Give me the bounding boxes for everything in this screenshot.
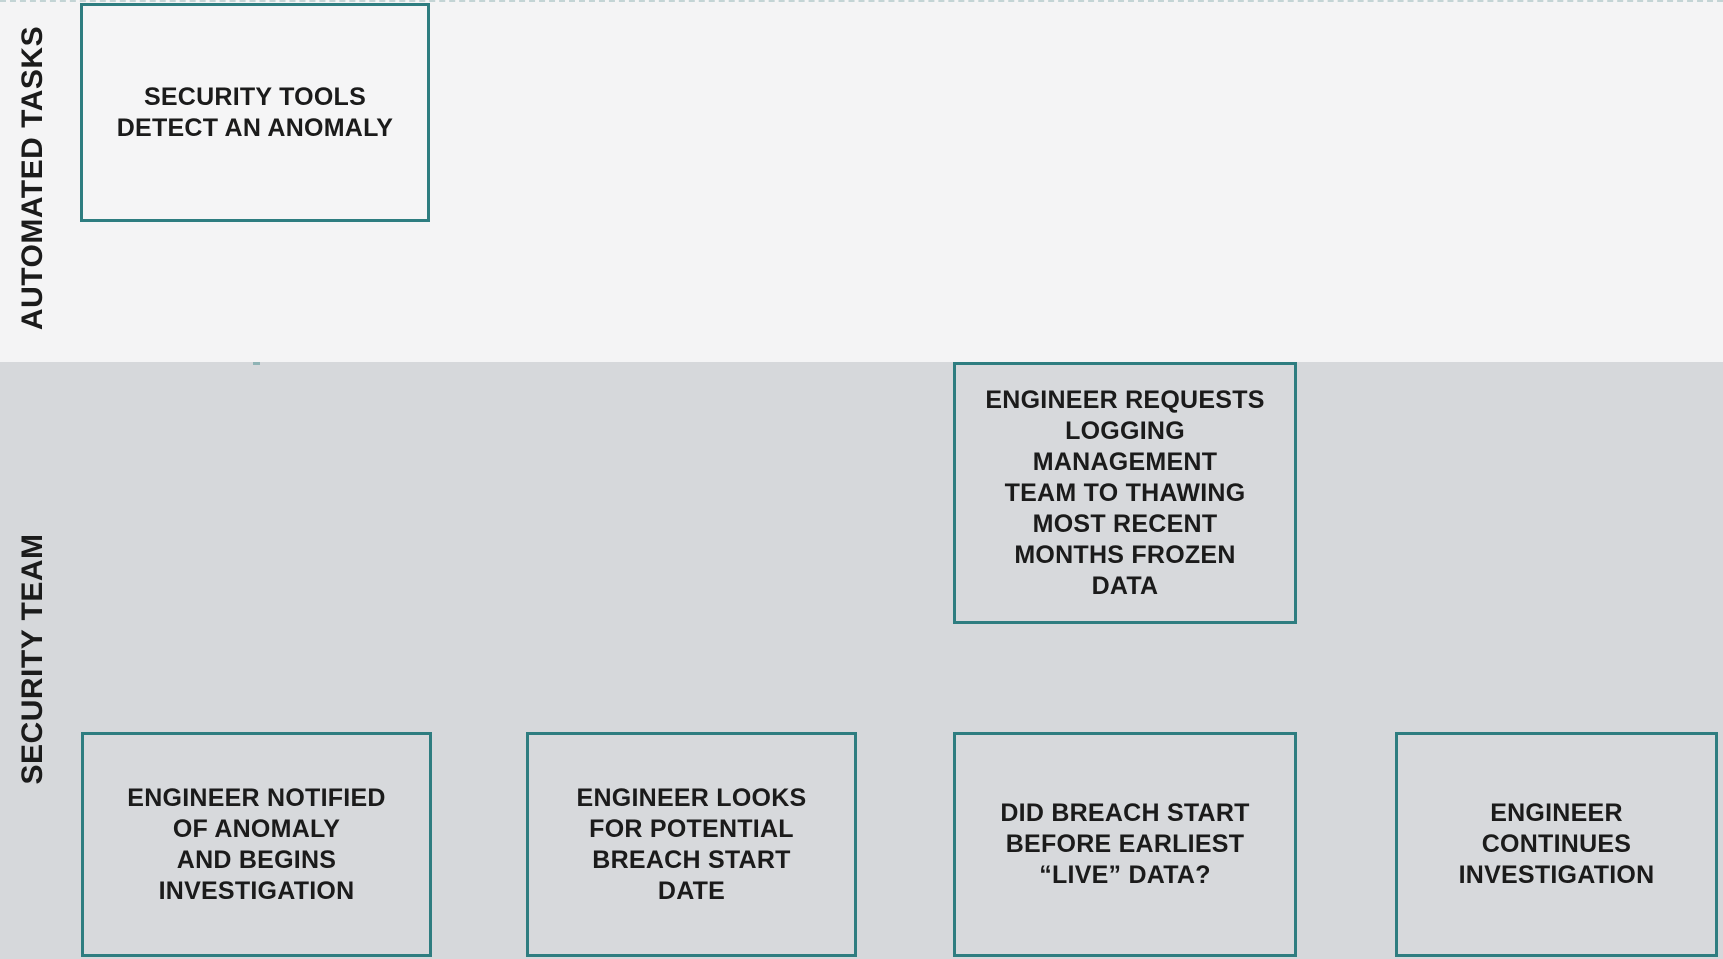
- node-engineer-requests-thawing: ENGINEER REQUESTS LOGGING MANAGEMENT TEA…: [953, 362, 1297, 624]
- slide-top-edge: [0, 0, 1723, 2]
- node-engineer-looks-for-breach-start: ENGINEER LOOKS FOR POTENTIAL BREACH STAR…: [526, 732, 857, 957]
- lane-label-automated-tasks: AUTOMATED TASKS: [16, 25, 49, 331]
- connector-stub: [253, 362, 260, 365]
- lane-label-security-team: SECURITY TEAM: [16, 533, 49, 785]
- node-did-breach-start-before-live-data: DID BREACH START BEFORE EARLIEST “LIVE” …: [953, 732, 1297, 957]
- node-security-tools-detect-anomaly: SECURITY TOOLS DETECT AN ANOMALY: [80, 3, 430, 222]
- node-engineer-continues-investigation: ENGINEER CONTINUES INVESTIGATION: [1395, 732, 1718, 957]
- node-engineer-notified: ENGINEER NOTIFIED OF ANOMALY AND BEGINS …: [81, 732, 432, 957]
